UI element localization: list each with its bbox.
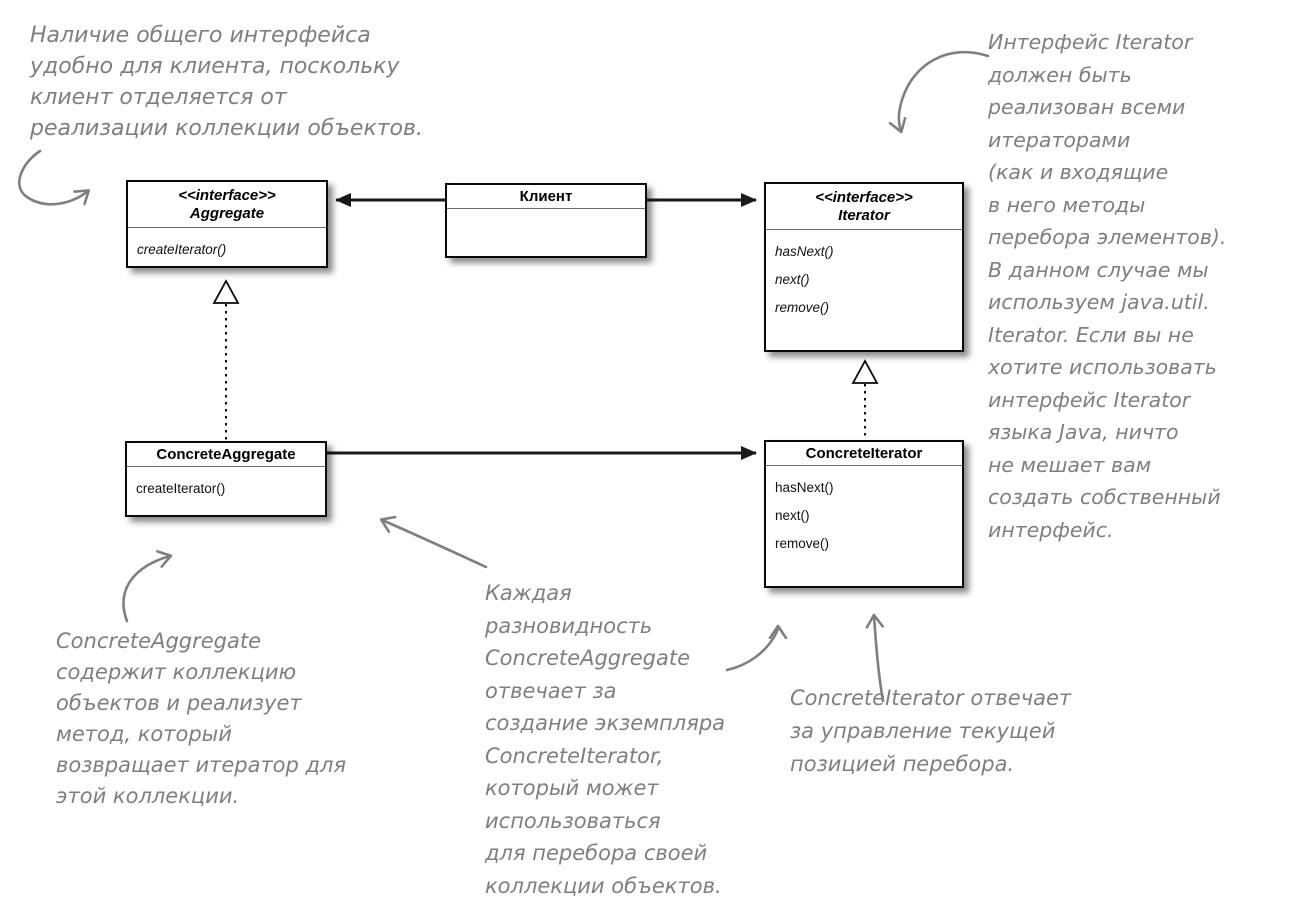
iterator-method-next: next() [775, 271, 810, 287]
hand-arrow-topleft-to-aggregate [17, 149, 88, 204]
iterator-method-hasnext: hasNext() [775, 243, 834, 259]
client-divider [447, 208, 645, 209]
aggregate-stereotype: <<interface>> [178, 187, 276, 204]
hand-arrow-middle-to-concreteiterator [725, 627, 778, 672]
client-header: Клиент [447, 185, 645, 206]
annotation-iterator-interface: Интерфейс Iterator должен быть реализова… [988, 30, 1227, 542]
concreteaggregate-method-createiterator: createIterator() [136, 480, 226, 496]
concreteiterator-method-hasnext: hasNext() [775, 479, 834, 495]
hand-arrow-bottomright-to-concreteiterator [874, 616, 885, 703]
aggregate-name: Aggregate [189, 205, 265, 222]
annotation-each-concreteaggregate: Каждая разновидность ConcreteAggregate о… [485, 581, 726, 898]
annotation-concreteaggregate: ConcreteAggregate содержит коллекцию объ… [56, 629, 347, 808]
aggregate-header: <<interface>> Aggregate [128, 182, 326, 223]
concreteiterator-method-remove: remove() [775, 535, 830, 551]
iterator-stereotype: <<interface>> [815, 189, 913, 206]
generalization-triangle-aggregate [212, 279, 240, 304]
aggregate-divider [128, 227, 326, 228]
class-box-concreteiterator: ConcreteIterator hasNext() next() remove… [764, 440, 964, 588]
class-box-iterator: <<interface>> Iterator hasNext() next() … [764, 182, 964, 352]
concreteiterator-name: ConcreteIterator [805, 445, 923, 462]
class-box-concreteaggregate: ConcreteAggregate createIterator() [125, 441, 327, 517]
concreteaggregate-name: ConcreteAggregate [156, 446, 296, 463]
concreteiterator-method-next: next() [775, 507, 810, 523]
class-box-client: Клиент [445, 183, 647, 258]
iterator-divider [766, 229, 962, 230]
client-name: Клиент [519, 188, 573, 205]
iterator-method-remove: remove() [775, 299, 830, 315]
iterator-header: <<interface>> Iterator [766, 184, 962, 225]
iterator-name: Iterator [838, 207, 890, 224]
hand-arrow-middle-to-concreteaggregate [382, 520, 488, 569]
concreteiterator-header: ConcreteIterator [766, 442, 962, 463]
class-box-aggregate: <<interface>> Aggregate createIterator() [126, 180, 328, 268]
concreteaggregate-header: ConcreteAggregate [127, 443, 325, 464]
annotation-concreteiterator: ConcreteIterator отвечает за управление … [790, 686, 1072, 776]
concreteaggregate-divider [127, 466, 325, 467]
generalization-triangle-iterator [851, 359, 879, 384]
hand-arrow-topright-to-iterator [899, 50, 990, 131]
concreteiterator-divider [766, 465, 962, 466]
hand-arrow-bottomleft-to-concreteaggregate [122, 556, 170, 623]
aggregate-method-createiterator: createIterator() [137, 241, 227, 257]
annotation-common-interface: Наличие общего интерфейса удобно для кли… [30, 23, 423, 141]
